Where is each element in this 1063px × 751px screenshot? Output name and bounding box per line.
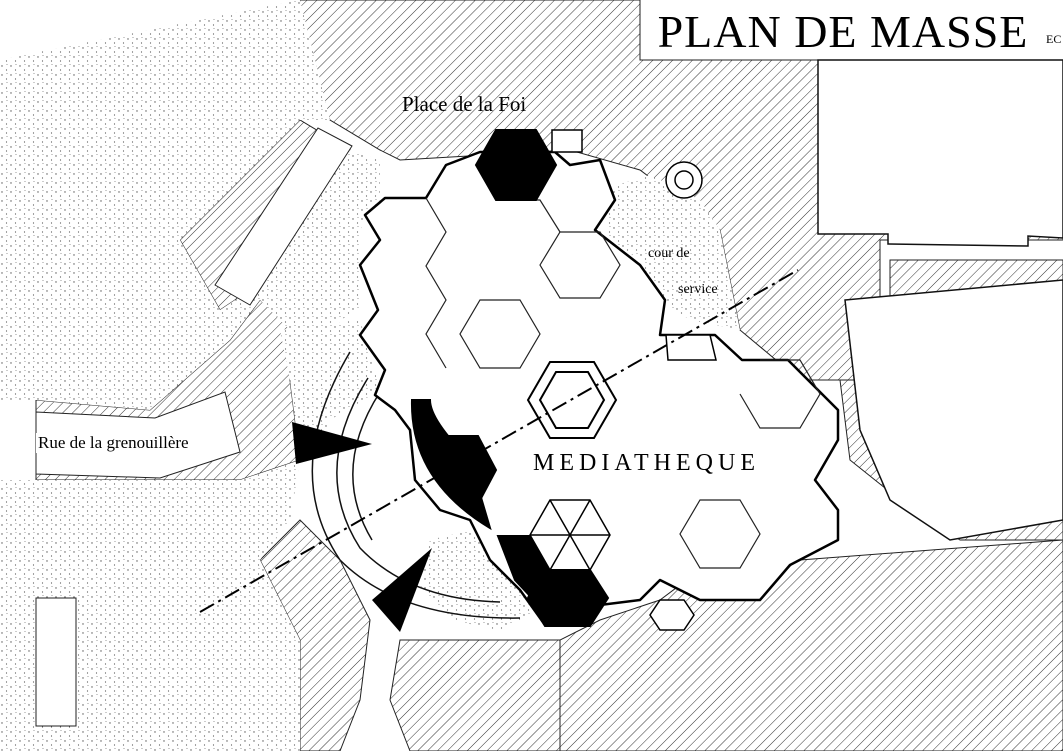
stairs xyxy=(551,129,717,631)
label-service: service xyxy=(678,282,718,297)
plan-title: PLAN DE MASSE xyxy=(645,6,1041,58)
label-place-de-la-foi: Place de la Foi xyxy=(402,92,527,116)
label-mediatheque: MEDIATHEQUE xyxy=(533,450,760,476)
central-pavilion xyxy=(526,361,618,439)
entrance-arrows xyxy=(292,422,432,632)
axis-line xyxy=(199,269,799,613)
label-rue-de-la-grenouillere: Rue de la grenouillère xyxy=(36,433,191,453)
forecourt-curves xyxy=(311,351,521,619)
neighbouring-buildings xyxy=(817,59,1063,541)
label-cour-de: cour de xyxy=(648,246,690,261)
black-hexagons xyxy=(410,129,610,627)
plan-title-cut-text: EC xyxy=(1046,32,1062,46)
